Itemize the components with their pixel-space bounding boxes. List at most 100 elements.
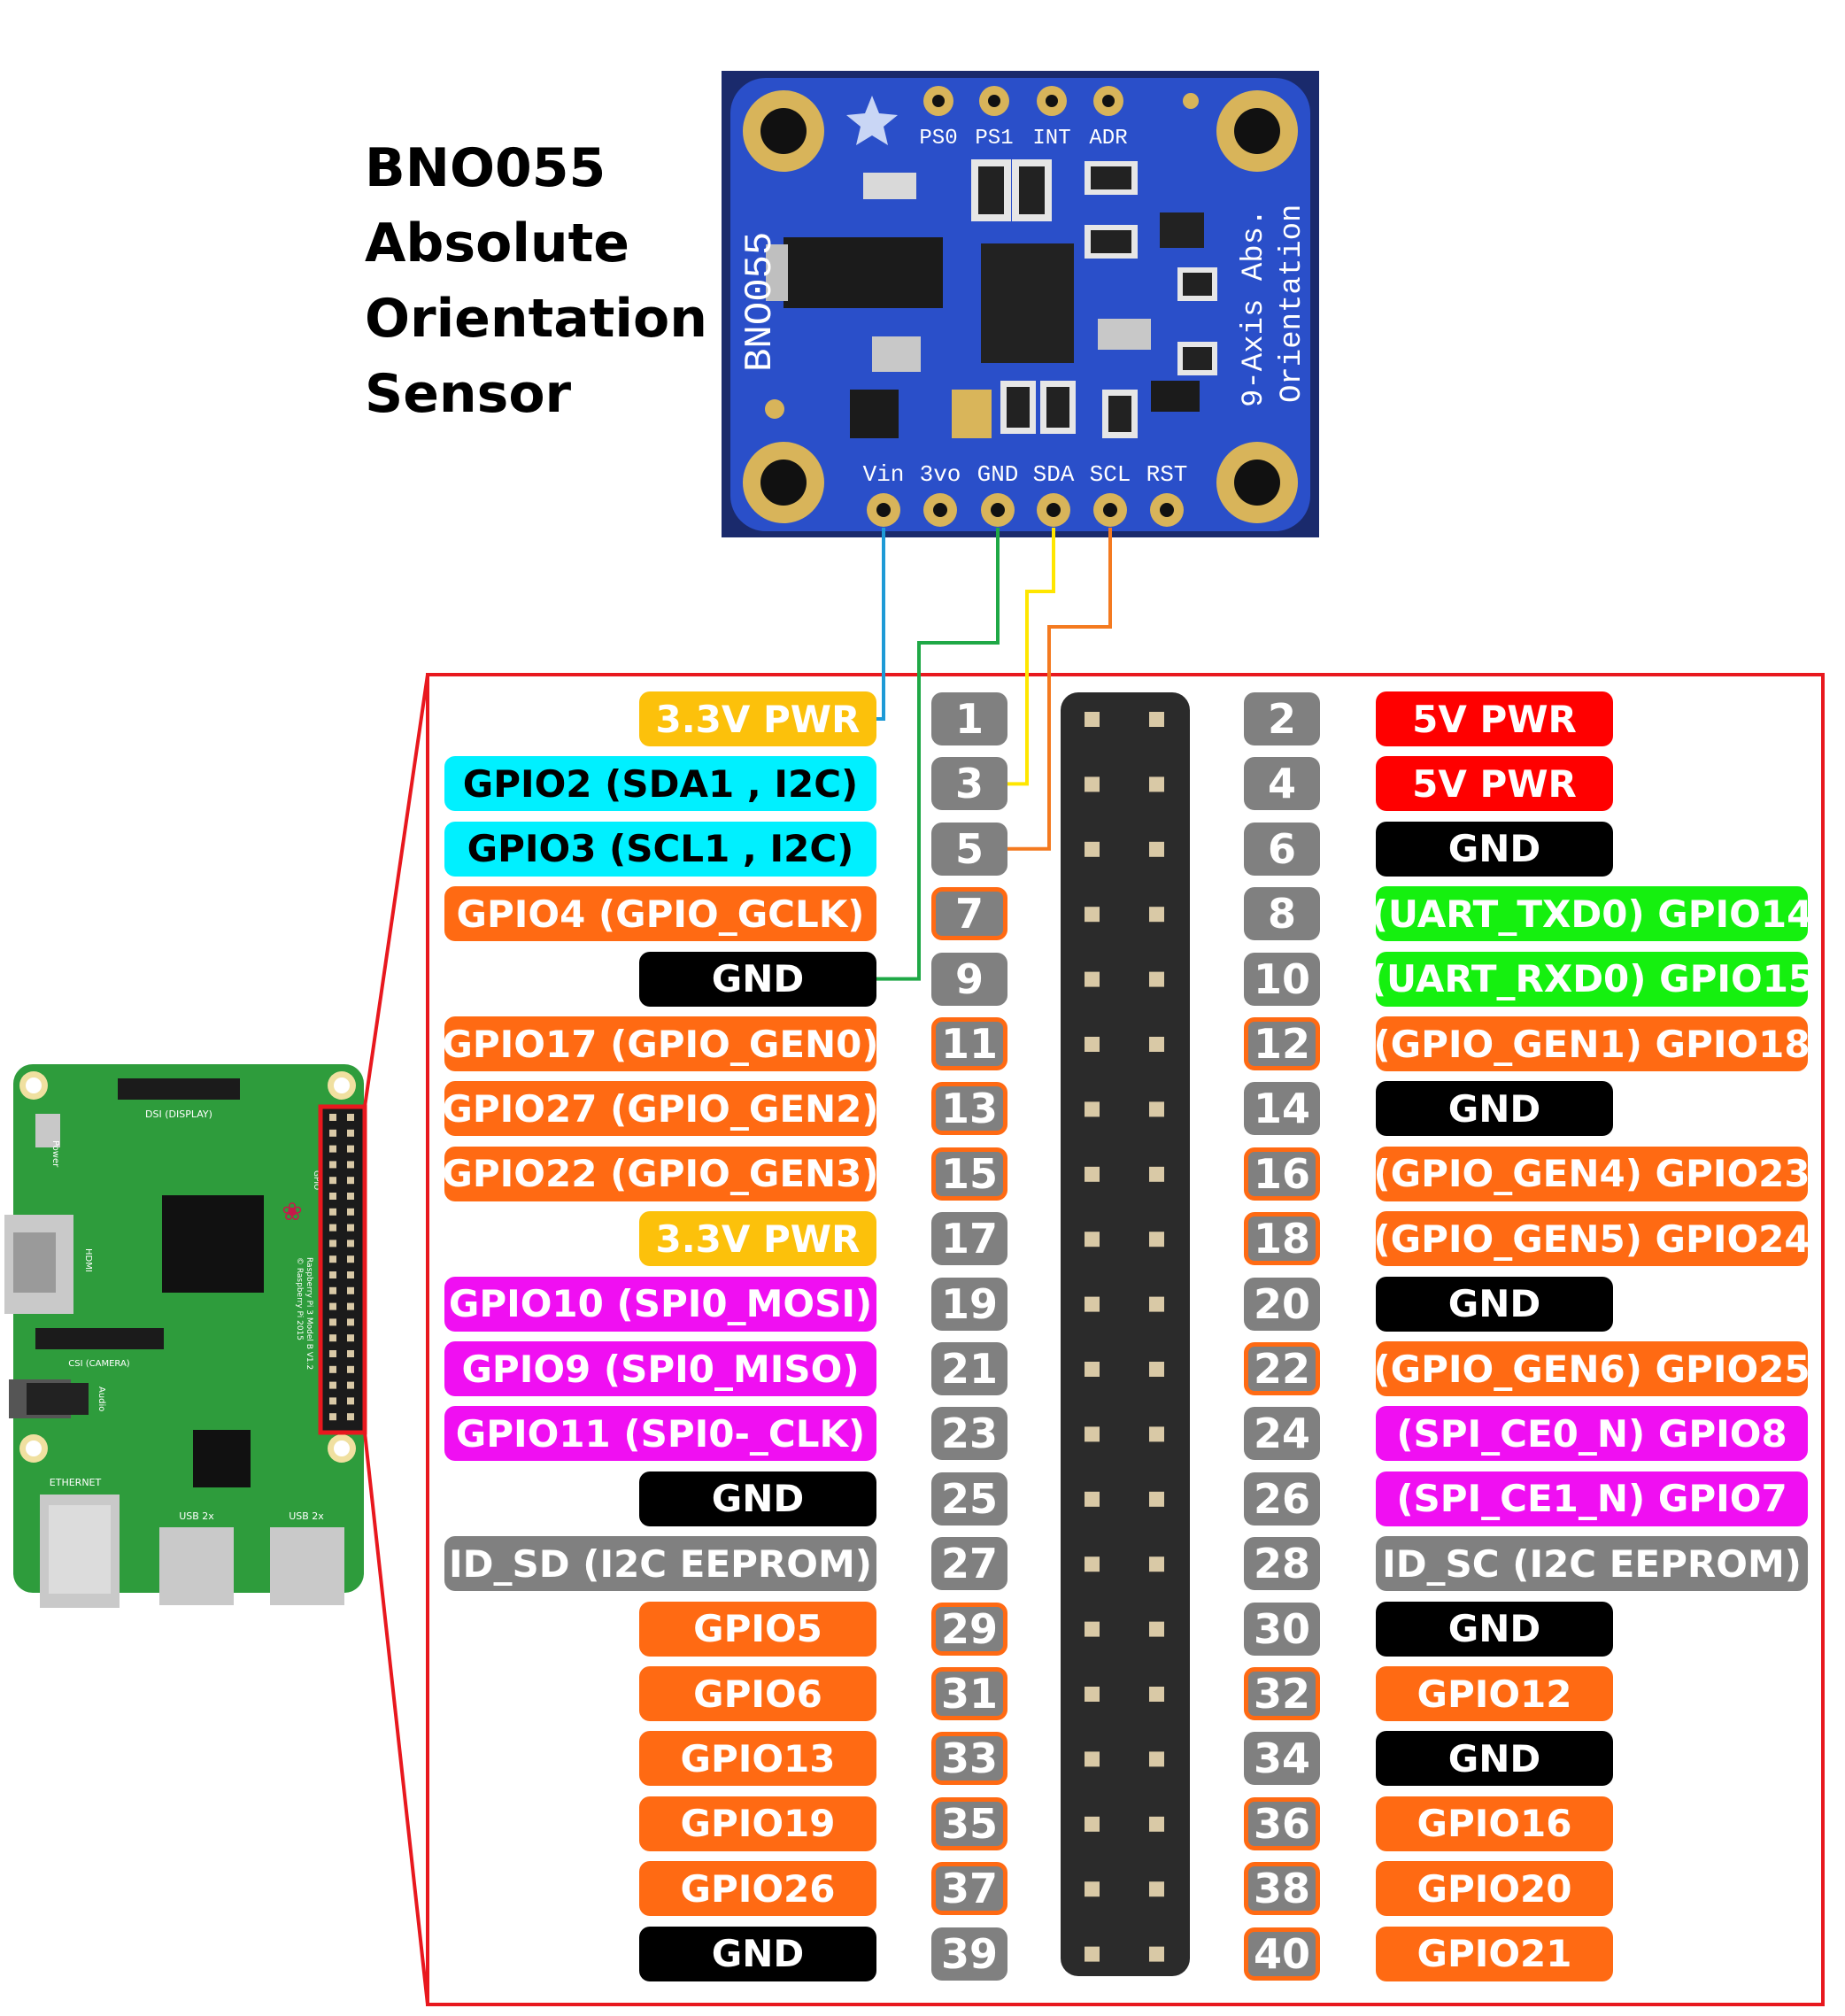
- wire-scl-to-pin-5: [1007, 528, 1112, 851]
- pin-number-17: 17: [931, 1212, 1007, 1266]
- header-notch: [1054, 1585, 1061, 1607]
- header-notch: [1054, 1065, 1061, 1087]
- pin-label-35: GPIO19: [639, 1796, 876, 1851]
- pi-gpio-header: [320, 1107, 365, 1433]
- pin-number-6: 6: [1244, 822, 1320, 876]
- pin-label-23: GPIO11 (SPI0-_CLK): [444, 1406, 876, 1462]
- pi-gpio-pin-25: [329, 1302, 336, 1310]
- pin-number-37: 37: [931, 1862, 1007, 1916]
- header-pin-20: [1149, 1296, 1164, 1312]
- header-notch: [1190, 1585, 1197, 1607]
- pi-gpio-pin-10: [347, 1177, 354, 1185]
- pad-label-vin: Vin: [863, 461, 905, 488]
- pin-number-1: 1: [931, 692, 1007, 745]
- zoom-line-bottom: [363, 1432, 429, 2005]
- pin-label-19: GPIO10 (SPI0_MOSI): [444, 1276, 876, 1332]
- header-pin-38: [1149, 1881, 1164, 1897]
- pi-gpio-pin-4: [347, 1129, 354, 1137]
- bottom-header-pads: [867, 493, 1184, 527]
- pin-label-13: GPIO27 (GPIO_GEN2): [442, 1081, 879, 1137]
- pin-label-12: (GPIO_GEN1) GPIO18: [1373, 1016, 1810, 1071]
- pi-gpio-pin-1: [329, 1114, 336, 1121]
- pi-gpio-pin-13: [329, 1208, 336, 1216]
- header-notch: [1190, 1780, 1197, 1803]
- pin-number-38: 38: [1244, 1862, 1320, 1916]
- star-logo-icon: [846, 96, 898, 145]
- pi-gpio-pin-15: [329, 1224, 336, 1232]
- header-pin-28: [1149, 1556, 1164, 1572]
- header-notch: [1190, 1065, 1197, 1087]
- pinout-frame: [426, 673, 1825, 2006]
- header-notch: [1054, 1390, 1061, 1412]
- header-notch: [1190, 1131, 1197, 1153]
- pad-label-ps0: PS0: [919, 127, 957, 151]
- pin-number-32: 32: [1244, 1667, 1320, 1720]
- zoom-line-top: [363, 674, 429, 1108]
- header-pin-37: [1085, 1881, 1100, 1897]
- pin-label-7: GPIO4 (GPIO_GCLK): [444, 886, 876, 942]
- header-pin-12: [1149, 1037, 1164, 1052]
- header-pin-40: [1149, 1946, 1164, 1962]
- header-notch: [1190, 740, 1197, 762]
- header-notch: [1190, 1390, 1197, 1412]
- header-notch: [1190, 870, 1197, 892]
- pin-label-11: GPIO17 (GPIO_GEN0): [442, 1016, 879, 1071]
- header-notch: [1190, 1325, 1197, 1348]
- header-pin-14: [1149, 1101, 1164, 1117]
- pi-gpio-pin-29: [329, 1334, 336, 1342]
- pi-label-power: Power: [50, 1140, 60, 1168]
- pi-silkscreen-1: Raspberry Pi 3 Model B V1.2: [305, 1257, 313, 1370]
- pi-gpio-pin-24: [347, 1286, 354, 1294]
- header-pin-31: [1085, 1687, 1100, 1702]
- title-line-1: BNO055: [365, 137, 606, 199]
- pin-label-31: GPIO6: [639, 1666, 876, 1721]
- pi-gpio-pin-9: [329, 1177, 336, 1185]
- header-pin-19: [1085, 1296, 1100, 1312]
- pi-gpio-pin-34: [347, 1365, 354, 1373]
- header-pin-17: [1085, 1232, 1100, 1247]
- pin-label-20: GND: [1376, 1276, 1613, 1332]
- pin-number-16: 16: [1244, 1147, 1320, 1201]
- header-pin-15: [1085, 1166, 1100, 1182]
- header-pin-29: [1085, 1621, 1100, 1637]
- header-notch: [1190, 1910, 1197, 1932]
- pin-number-11: 11: [931, 1017, 1007, 1070]
- pi-gpio-pin-2: [347, 1114, 354, 1121]
- mounting-hole-icon: [743, 90, 1298, 523]
- header-notch: [1190, 1650, 1197, 1672]
- header-notch: [1054, 870, 1061, 892]
- pi-gpio-pin-37: [329, 1397, 336, 1405]
- pin-label-3: GPIO2 (SDA1 , I2C): [444, 756, 876, 812]
- header-notch: [1054, 1845, 1061, 1867]
- header-notch: [1190, 1260, 1197, 1282]
- header-pin-4: [1149, 776, 1164, 792]
- pin-number-5: 5: [931, 822, 1007, 876]
- pi-gpio-pin-23: [329, 1286, 336, 1294]
- header-pin-9: [1085, 971, 1100, 987]
- pad-label-scl: SCL: [1090, 461, 1131, 488]
- header-notch: [1190, 1715, 1197, 1737]
- header-notch: [1190, 1000, 1197, 1023]
- pi-gpio-pin-3: [329, 1129, 336, 1137]
- pin-number-20: 20: [1244, 1277, 1320, 1331]
- pin-label-22: (GPIO_GEN6) GPIO25: [1373, 1341, 1810, 1396]
- pin-number-31: 31: [931, 1667, 1007, 1720]
- header-pin-22: [1149, 1362, 1164, 1377]
- pi-gpio-pin-11: [329, 1193, 336, 1200]
- pcb-right-text-2: Orientation: [1276, 205, 1309, 403]
- pi-gpio-pin-8: [347, 1161, 354, 1169]
- pin-label-37: GPIO26: [639, 1861, 876, 1917]
- pin-number-40: 40: [1244, 1927, 1320, 1981]
- pi-gpio-pin-16: [347, 1224, 354, 1232]
- header-pin-6: [1149, 841, 1164, 857]
- header-notch: [1190, 1520, 1197, 1542]
- header-pins: [1054, 712, 1197, 1962]
- pin-number-33: 33: [931, 1732, 1007, 1786]
- pin-number-8: 8: [1244, 887, 1320, 941]
- header-notch: [1190, 1195, 1197, 1217]
- pin-number-12: 12: [1244, 1017, 1320, 1070]
- pin-label-5: GPIO3 (SCL1 , I2C): [444, 821, 876, 877]
- pin-label-28: ID_SC (I2C EEPROM): [1376, 1536, 1808, 1592]
- pi-silkscreen-2: © Raspberry Pi 2015: [295, 1257, 304, 1340]
